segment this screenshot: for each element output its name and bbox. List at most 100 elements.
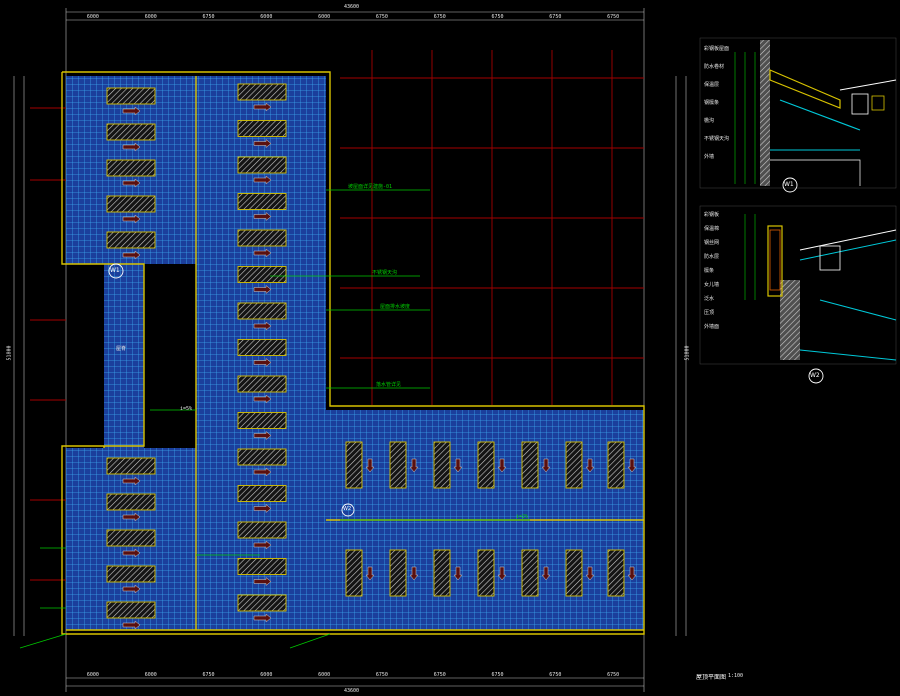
skylight	[237, 594, 287, 612]
detail-note: 彩钢板屋面	[704, 46, 730, 52]
dimension-segment: 6750	[375, 672, 388, 678]
section-marker-w1	[108, 263, 124, 279]
annotation-callout-2: 不锈钢天沟	[372, 270, 398, 276]
drainage-arrow-icon	[409, 458, 419, 473]
drainage-arrow-icon	[122, 178, 141, 188]
skylight	[607, 549, 625, 597]
skylight	[477, 441, 495, 489]
dimension-segment: 6000	[86, 672, 99, 678]
drainage-arrow-icon	[253, 175, 272, 185]
dimension-segment: 6750	[433, 672, 446, 678]
section-marker-w2	[341, 503, 355, 517]
drainage-arrow-icon	[253, 248, 272, 258]
dimension-segment: 6750	[607, 672, 620, 678]
drainage-arrow-icon	[453, 566, 463, 581]
marker-w1-label: W1	[110, 267, 120, 274]
annotation-callout-5: 落水管详见	[376, 382, 402, 388]
skylight	[565, 441, 583, 489]
dimension-segment: 6750	[549, 14, 562, 20]
axis-grid	[30, 50, 644, 581]
dimension-segment: 6000	[318, 14, 331, 20]
skylight	[106, 159, 156, 177]
detail-note: 外墙	[704, 154, 715, 160]
skylight	[237, 375, 287, 393]
skylight	[237, 83, 287, 101]
dimension-segment: 6000	[144, 14, 157, 20]
dimension-segment: 6750	[202, 672, 215, 678]
skylight	[106, 123, 156, 141]
dimension-segment: 6750	[202, 14, 215, 20]
drainage-arrow-icon	[541, 458, 551, 473]
detail-note: 泛水	[704, 296, 715, 302]
drainage-arrow-icon	[253, 576, 272, 587]
dimension-segment: 6750	[549, 672, 562, 678]
detail-note: 保温层	[704, 82, 720, 88]
dimension-segment: 6750	[491, 672, 504, 678]
skylight	[389, 441, 407, 489]
drainage-arrow-icon	[409, 566, 419, 581]
skylight	[237, 448, 287, 466]
drawing-scale: 1:100	[728, 673, 744, 679]
drainage-arrow-icon	[365, 458, 375, 473]
drainage-arrow-icon	[365, 566, 375, 581]
detail-note: 钢丝网	[704, 240, 720, 246]
skylight	[106, 493, 156, 511]
detail-1-tag: W1	[784, 181, 794, 188]
detail-note: 外墙面	[704, 324, 720, 330]
drainage-arrow-icon	[253, 102, 272, 112]
skylight	[433, 441, 451, 489]
drainage-arrow-icon	[122, 214, 141, 224]
detail-note: 不锈钢天沟	[704, 136, 730, 142]
skylight	[106, 529, 156, 547]
skylight	[521, 441, 539, 489]
skylight	[106, 457, 156, 475]
skylight	[237, 120, 287, 137]
annotation-callout-4: i=2%	[516, 514, 529, 520]
drainage-arrow-icon	[253, 357, 272, 368]
dimension-segment: 6000	[86, 14, 99, 20]
skylight	[345, 549, 363, 597]
skylight	[237, 156, 287, 174]
drainage-arrow-icon	[253, 503, 272, 514]
detail-w1	[699, 37, 897, 193]
drainage-arrow-icon	[253, 394, 272, 404]
drawing-title: 屋顶平面图	[696, 674, 727, 681]
detail-note: 防水层	[704, 254, 720, 260]
detail-note: 彩钢板	[704, 212, 720, 218]
dim-right-overall: 51800	[684, 345, 691, 361]
skylight	[106, 565, 156, 583]
skylight	[237, 339, 287, 356]
dimension-segment: 6750	[607, 14, 620, 20]
drainage-arrow-icon	[497, 458, 507, 473]
skylight	[237, 302, 287, 320]
skylight	[345, 441, 363, 489]
drainage-arrow-icon	[253, 211, 272, 222]
skylight	[477, 549, 495, 597]
drainage-arrow-icon	[122, 106, 141, 116]
leader-lines	[19, 189, 530, 649]
dim-top-overall: 43600	[344, 4, 360, 10]
drainage-arrow-icon	[627, 566, 637, 581]
detail-note: 防水卷材	[704, 64, 725, 70]
detail-2-tag: W2	[810, 372, 820, 379]
detail-note: 檩条	[704, 268, 715, 274]
detail-note: 压顶	[704, 310, 715, 316]
dimension-segment: 6000	[144, 672, 157, 678]
skylight	[521, 549, 539, 597]
dim-left-overall: 51800	[6, 345, 13, 361]
drainage-arrow-icon	[253, 613, 272, 623]
skylight	[389, 549, 407, 597]
skylight	[237, 521, 287, 539]
drainage-arrow-icon	[453, 458, 463, 473]
drainage-arrow-icon	[585, 566, 595, 581]
detail-note: 钢檩条	[704, 100, 720, 106]
drainage-arrow-icon	[253, 138, 272, 149]
detail-note: 檐沟	[704, 118, 715, 124]
skylight	[106, 195, 156, 213]
skylight	[106, 601, 156, 619]
skylight	[237, 193, 287, 210]
drainage-arrow-icon	[122, 250, 141, 260]
annotation-callout-1: 坡屋面详见建施-01	[348, 184, 393, 190]
detail-note: 保温棉	[704, 226, 720, 232]
